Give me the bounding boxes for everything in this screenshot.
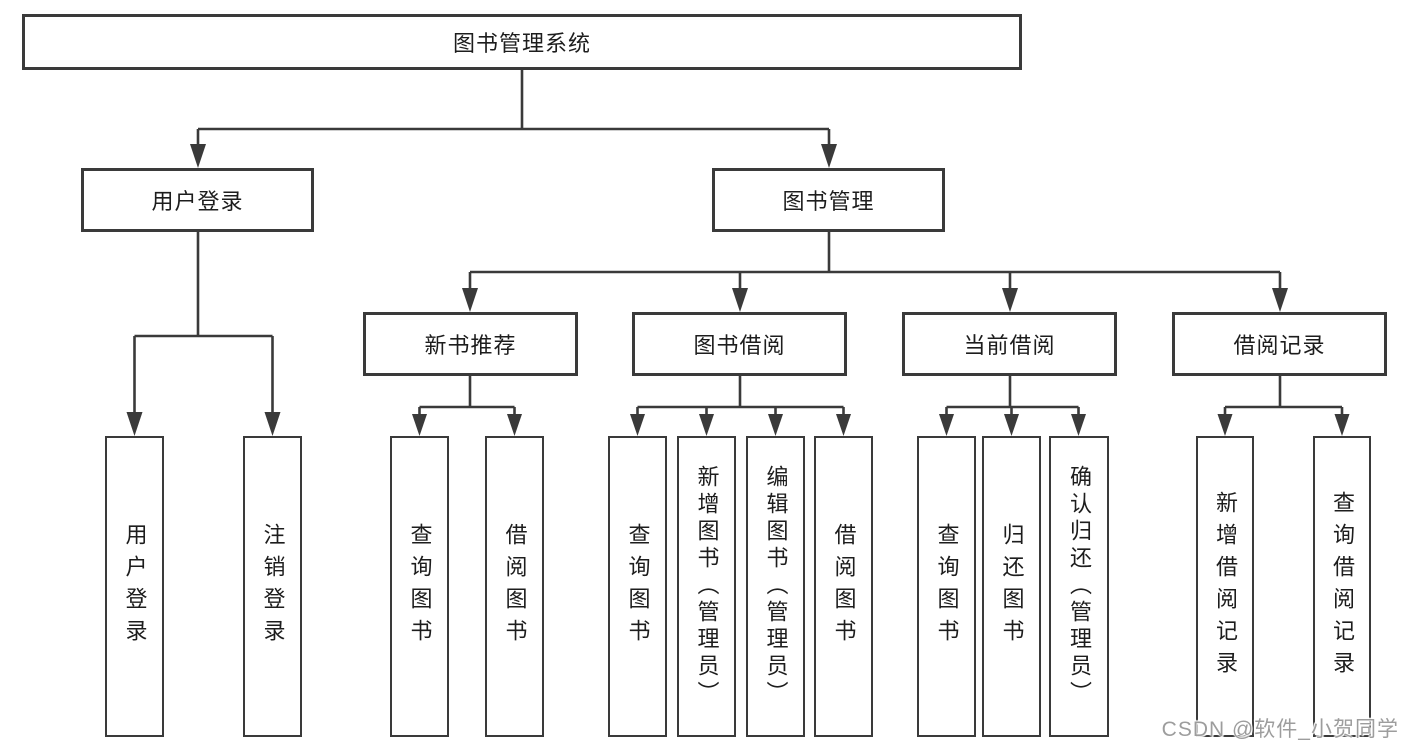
- connector-current-borrow: [939, 376, 1086, 436]
- leaf-confirm-return-admin: 确认归还（管理员）: [1049, 436, 1109, 737]
- leaf-borrow-books-2: 借阅图书: [814, 436, 873, 737]
- connector-new-book-rec: [412, 376, 522, 436]
- node-label: 图书管理: [782, 189, 875, 214]
- leaf-query-books-2: 查询图书: [608, 436, 667, 737]
- node-book-management: 图书管理: [712, 168, 945, 232]
- node-label: 新书推荐: [424, 333, 517, 358]
- leaf-add-books-admin: 新增图书（管理员）: [677, 436, 736, 737]
- node-label: 确认归还（管理员）: [1067, 465, 1092, 708]
- node-label: 图书管理系统: [452, 31, 591, 56]
- node-label: 查询图书: [934, 522, 960, 651]
- node-book-borrowing: 图书借阅: [632, 312, 847, 376]
- node-library-management-system: 图书管理系统: [22, 14, 1022, 70]
- node-label: 借阅图书: [831, 522, 857, 651]
- node-label: 用户登录: [151, 189, 244, 214]
- node-label: 图书借阅: [693, 333, 786, 358]
- leaf-edit-books-admin: 编辑图书（管理员）: [746, 436, 805, 737]
- node-new-book-recommend: 新书推荐: [363, 312, 578, 376]
- leaf-borrow-books-1: 借阅图书: [485, 436, 544, 737]
- node-label: 注销登录: [260, 522, 286, 651]
- node-current-borrowing: 当前借阅: [902, 312, 1117, 376]
- node-label: 新增图书（管理员）: [694, 465, 720, 708]
- leaf-query-books-1: 查询图书: [390, 436, 449, 737]
- connector-user-login: [126, 232, 281, 436]
- node-label: 归还图书: [999, 522, 1025, 651]
- leaf-logout: 注销登录: [243, 436, 302, 737]
- leaf-return-books: 归还图书: [982, 436, 1041, 737]
- node-label: 查询图书: [625, 522, 651, 651]
- leaf-add-borrow-record: 新增借阅记录: [1196, 436, 1254, 737]
- node-label: 查询图书: [407, 522, 433, 651]
- node-borrowing-records: 借阅记录: [1172, 312, 1387, 376]
- leaf-query-borrow-record: 查询借阅记录: [1313, 436, 1371, 737]
- node-label: 新增借阅记录: [1213, 490, 1238, 683]
- leaf-user-login: 用户登录: [105, 436, 164, 737]
- node-label: 当前借阅: [963, 333, 1056, 358]
- connector-borrow-records: [1217, 376, 1350, 436]
- connector-root: [190, 70, 837, 168]
- node-user-login: 用户登录: [81, 168, 314, 232]
- node-label: 查询借阅记录: [1330, 490, 1355, 683]
- node-label: 借阅记录: [1233, 333, 1326, 358]
- node-label: 用户登录: [122, 522, 148, 651]
- leaf-query-books-3: 查询图书: [917, 436, 976, 737]
- connector-book-borrow: [630, 376, 851, 436]
- node-label: 借阅图书: [502, 522, 528, 651]
- node-label: 编辑图书（管理员）: [763, 465, 789, 708]
- watermark: CSDN @软件_小贺同学: [1161, 718, 1399, 741]
- connector-book-mgmt: [462, 232, 1288, 312]
